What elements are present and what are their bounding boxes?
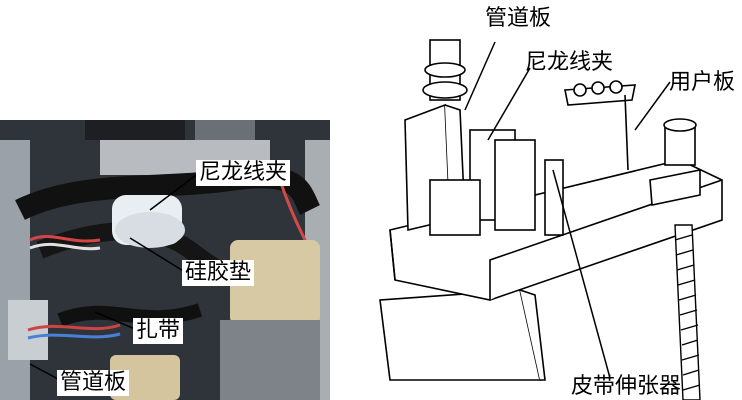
drawing-label-duct-plate: 管道板 — [485, 6, 552, 31]
photo-label-duct-plate: 管道板 — [57, 370, 130, 396]
drawing-label-user-plate: 用户板 — [669, 70, 736, 95]
arm-line-art — [379, 39, 723, 400]
photo-label-cable-tie: 扎带 — [133, 318, 184, 344]
robot-arm-drawing: 管道板 尼龙线夹 用户板 皮带伸张器 — [370, 6, 742, 400]
drawing-label-nylon-clamp: 尼龙线夹 — [525, 50, 614, 75]
photo-label-silicone-pad: 硅胶垫 — [182, 260, 255, 286]
photo-leader-lines — [29, 171, 201, 381]
robot-interior-photo: 尼龙线夹 硅胶垫 扎带 管道板 — [0, 120, 330, 400]
drawing-label-belt-tensioner: 皮带伸张器 — [571, 374, 682, 399]
photo-label-nylon-clamp: 尼龙线夹 — [196, 160, 291, 186]
